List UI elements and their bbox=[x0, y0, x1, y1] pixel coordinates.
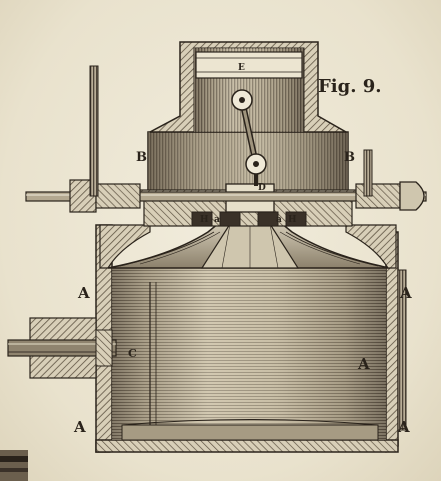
figure-caption: Fig. 9. bbox=[318, 76, 382, 97]
left-frame bbox=[89, 65, 373, 197]
label-a-right: a bbox=[276, 215, 282, 225]
lower-cylinder-body bbox=[95, 224, 407, 453]
label-H-right: H bbox=[288, 215, 297, 225]
linkage bbox=[231, 89, 267, 186]
label-E: E bbox=[238, 63, 245, 73]
inlet-pipe bbox=[7, 317, 117, 379]
label-A-lower-right: A bbox=[398, 418, 410, 436]
label-H-left: H bbox=[200, 215, 209, 225]
label-B-left: B bbox=[136, 150, 147, 165]
middle-chamber bbox=[139, 131, 357, 227]
label-A-upper-left: A bbox=[78, 284, 90, 302]
label-a-left: a bbox=[214, 215, 220, 225]
label-B-right: B bbox=[344, 150, 355, 165]
label-A-mid-right: A bbox=[358, 355, 370, 373]
label-A-upper-right: A bbox=[400, 284, 412, 302]
label-A-lower-left: A bbox=[74, 418, 86, 436]
label-D: D bbox=[258, 183, 266, 193]
label-C: C bbox=[128, 347, 137, 360]
corner-fragment bbox=[0, 450, 28, 481]
